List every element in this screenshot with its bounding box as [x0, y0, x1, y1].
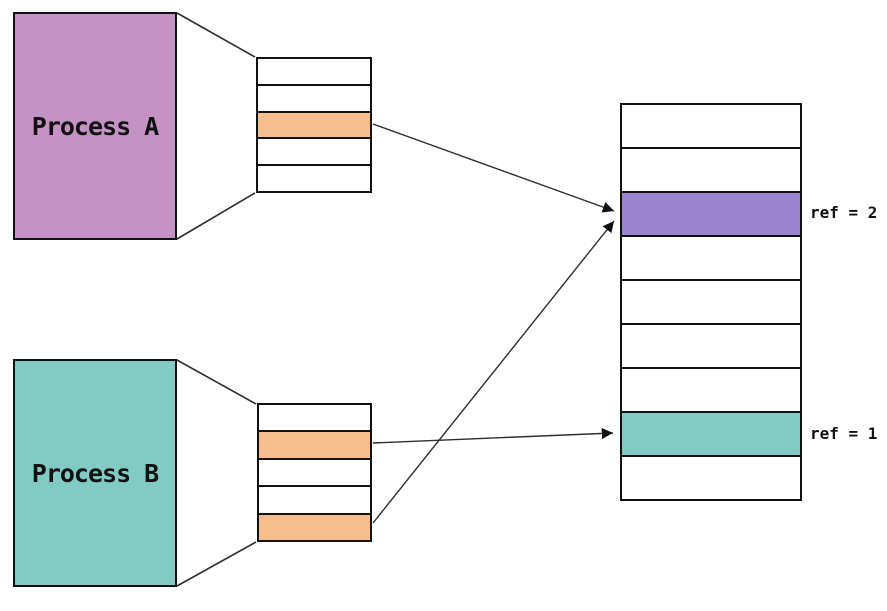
process-b-label: Process B [31, 458, 159, 488]
page-table-a-row-1 [258, 59, 370, 84]
ref-count-label-private: ref = 1 [810, 424, 878, 443]
page-table-b-row-4 [259, 485, 370, 513]
page-table-a-row-4 [258, 137, 370, 165]
arrow-b-entry-to-private-frame [372, 427, 614, 444]
physical-memory-column [620, 103, 802, 501]
memory-frame-7 [622, 367, 800, 411]
page-table-b-entry-shared [259, 512, 370, 541]
page-table-b-row-3 [259, 457, 370, 486]
arrow-b-entry-to-shared-frame [372, 220, 615, 524]
memory-frame-9 [622, 455, 800, 499]
page-table-a-entry-shared [258, 110, 370, 138]
process-b-page-table [257, 403, 372, 542]
memory-frame-1 [622, 105, 800, 147]
arrow-a-entry-to-shared-frame [372, 123, 615, 213]
memory-frame-shared [622, 191, 800, 235]
process-a-label: Process A [31, 111, 159, 141]
process-b-funnel-bottom-line [176, 541, 257, 587]
memory-frame-4 [622, 235, 800, 279]
page-table-b-entry-private [259, 430, 370, 458]
page-table-a-row-2 [258, 83, 370, 111]
process-b-funnel-top-line [176, 359, 257, 405]
ref-count-label-shared: ref = 2 [810, 203, 878, 222]
memory-frame-private [622, 411, 800, 455]
process-a-box: Process A [13, 12, 177, 240]
process-b-box: Process B [13, 359, 177, 587]
memory-frame-5 [622, 279, 800, 323]
process-a-funnel-bottom-line [176, 192, 256, 240]
page-table-a-row-5 [258, 164, 370, 191]
process-a-funnel-top-line [176, 12, 256, 58]
memory-frame-6 [622, 323, 800, 367]
process-a-page-table [256, 57, 372, 193]
page-table-b-row-1 [259, 405, 370, 431]
memory-frame-2 [622, 147, 800, 191]
